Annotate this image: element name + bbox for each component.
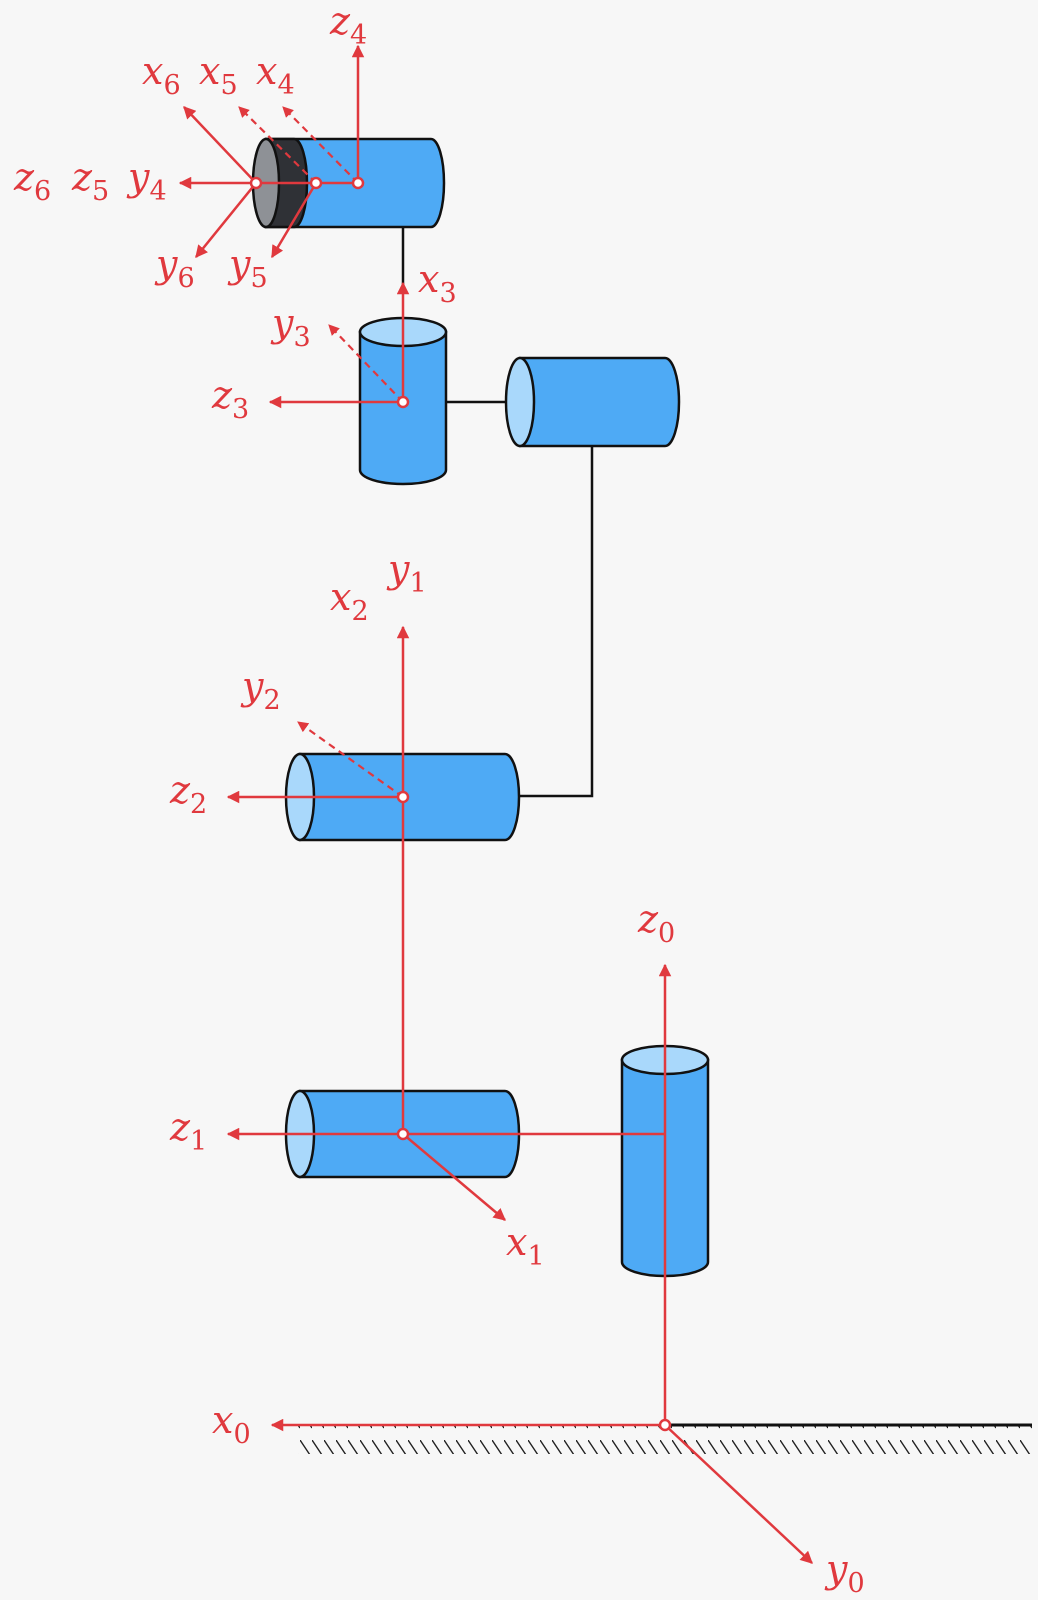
axis-y3 <box>328 324 404 403</box>
axis-labels: z0 x0 y0 z1 x1 y1 x2 y2 z2 x3 y3 z3 z4 x… <box>13 0 865 1599</box>
axis-x5 <box>238 106 317 184</box>
label-x0: x0 <box>212 1398 251 1450</box>
label-z3: z3 <box>211 373 249 425</box>
label-z1: z1 <box>169 1105 207 1157</box>
axis-x4 <box>282 106 359 184</box>
origin-frame3 <box>396 395 410 409</box>
axis-y6 <box>195 182 257 258</box>
origin-frame4 <box>351 176 365 190</box>
label-y0: y0 <box>824 1547 865 1599</box>
origin-frame5 <box>309 176 323 190</box>
label-x6: x6 <box>142 49 181 101</box>
frame-axes <box>178 44 813 1564</box>
label-x1: x1 <box>506 1220 545 1272</box>
axis-x6 <box>183 106 257 184</box>
label-y4: y4 <box>126 155 167 207</box>
label-x4: x4 <box>256 49 295 101</box>
label-z6: z6 <box>13 155 51 207</box>
label-x5: x5 <box>199 49 238 101</box>
links <box>401 226 594 798</box>
label-y2: y2 <box>240 664 281 716</box>
label-z0: z0 <box>637 897 675 949</box>
origin-frame0 <box>658 1418 672 1432</box>
label-z4: z4 <box>329 0 367 51</box>
frame-origins <box>249 176 672 1432</box>
axis-y2 <box>297 721 404 798</box>
label-x2: x2 <box>330 575 369 627</box>
label-y5: y5 <box>227 242 268 294</box>
label-z5: z5 <box>71 155 109 207</box>
label-y3: y3 <box>270 301 311 353</box>
label-y6: y6 <box>154 242 195 294</box>
joint-cylinder-offset <box>504 356 681 448</box>
origin-frame2 <box>396 790 410 804</box>
label-z2: z2 <box>169 768 207 820</box>
link-joint2-joint3 <box>520 446 594 798</box>
label-x3: x3 <box>418 257 457 309</box>
axis-x1 <box>402 1133 506 1221</box>
label-y1: y1 <box>386 547 427 599</box>
axis-y0 <box>664 1424 813 1564</box>
axis-y5 <box>270 182 318 259</box>
origin-frame1 <box>396 1127 410 1141</box>
origin-frame6 <box>249 176 263 190</box>
